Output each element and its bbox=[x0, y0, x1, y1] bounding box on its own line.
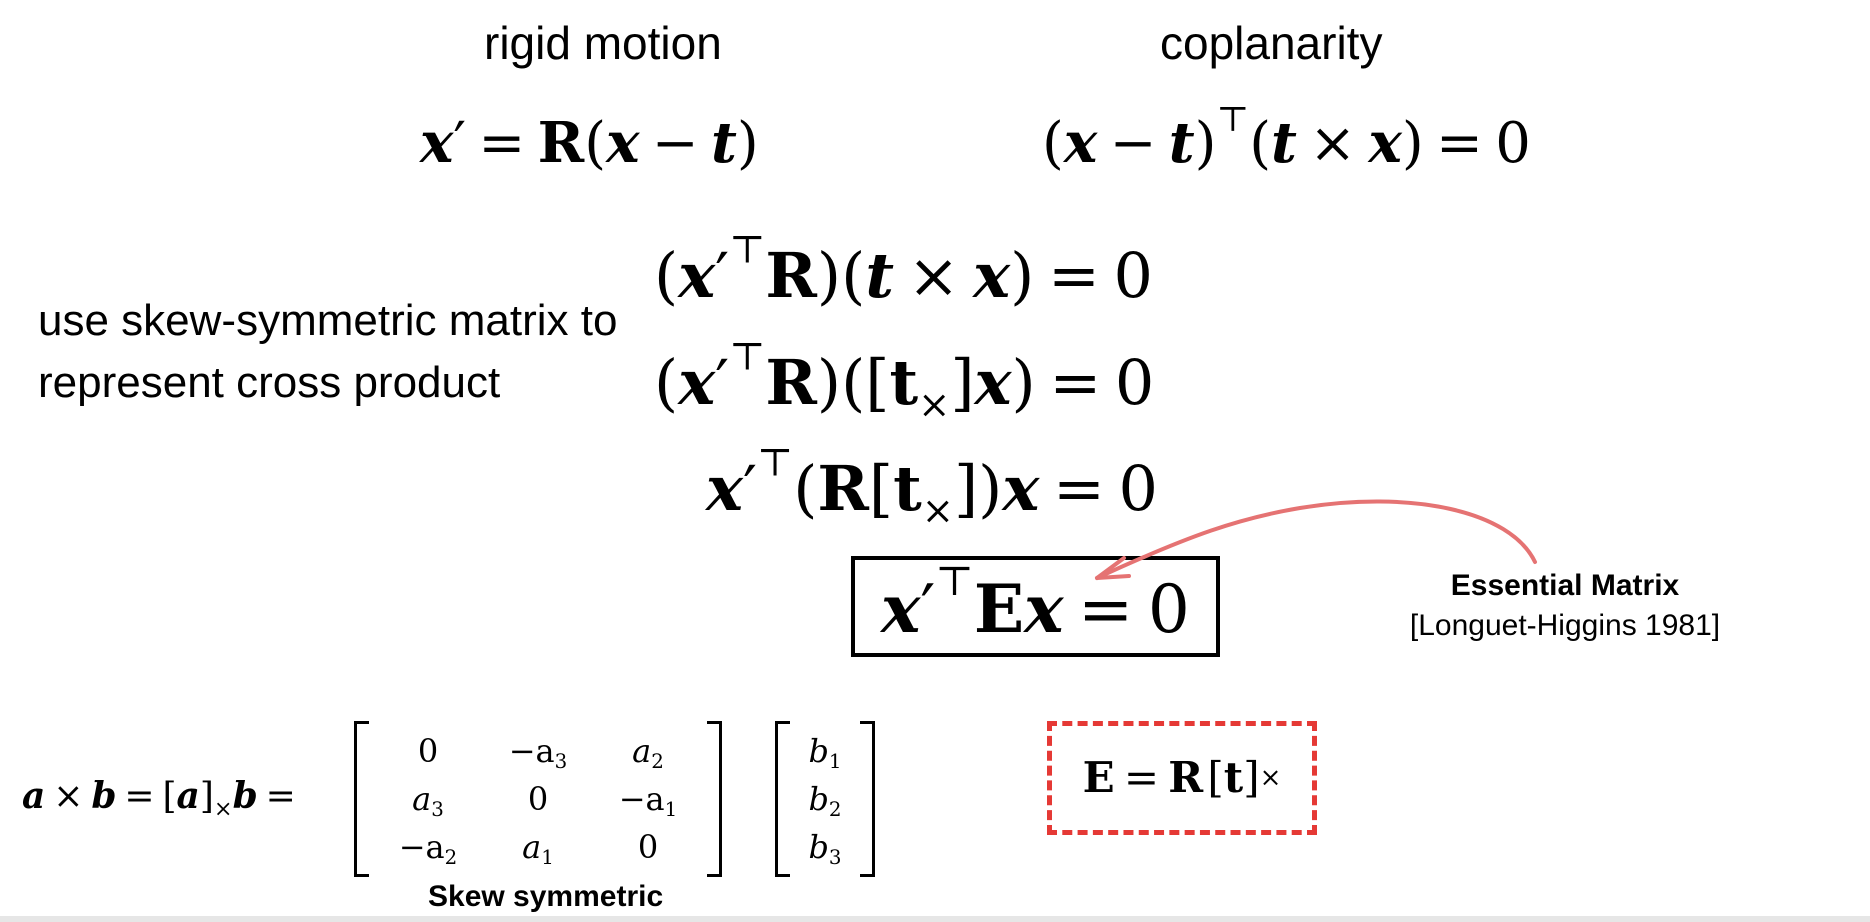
arrow-to-essential bbox=[1095, 499, 1537, 580]
derivation-step-1: (x′⊤R)(t×x)=0 bbox=[654, 227, 1153, 312]
matrix-cell: −a3 bbox=[508, 732, 568, 773]
skew-symmetric-note: use skew-symmetric matrix to represent c… bbox=[38, 296, 618, 407]
skew-symmetric-matrix: 0 −a3 a2 a3 0 −a1 −a2 a1 0 bbox=[354, 721, 722, 877]
matrix-cell: a3 bbox=[412, 780, 444, 821]
essential-definition-box: E=R [t]× bbox=[1047, 721, 1317, 835]
matrix-cell: −a2 bbox=[398, 828, 458, 869]
vector-cell: b3 bbox=[808, 828, 842, 869]
vector-cell: b1 bbox=[808, 732, 842, 773]
vector-cell: b2 bbox=[808, 780, 842, 821]
rigid-motion-heading: rigid motion bbox=[484, 17, 722, 69]
bottom-divider bbox=[0, 916, 1870, 922]
essential-matrix-citation: [Longuet-Higgins 1981] bbox=[1409, 609, 1721, 642]
matrix-cell: −a1 bbox=[618, 780, 678, 821]
skew-symmetric-label: Skew symmetric bbox=[428, 880, 664, 913]
matrix-cell: 0 bbox=[637, 828, 659, 866]
matrix-cell: 0 bbox=[417, 732, 439, 770]
vector-b: b1 b2 b3 bbox=[775, 721, 875, 877]
essential-matrix-label: Essential Matrix [Longuet-Higgins 1981] bbox=[1355, 566, 1775, 646]
essential-equation-box: x′⊤Ex=0 bbox=[851, 556, 1220, 657]
matrix-cell: a1 bbox=[522, 828, 554, 869]
matrix-cell: 0 bbox=[527, 780, 549, 818]
derivation-step-2: (x′⊤R)([t×]x)=0 bbox=[654, 334, 1155, 428]
coplanarity-equation: (x−t)⊤(t×x)=0 bbox=[1042, 99, 1531, 176]
derivation-step-3: x′⊤(R[t×])x=0 bbox=[706, 440, 1158, 534]
essential-matrix-title: Essential Matrix bbox=[1450, 569, 1680, 602]
cross-product-definition: a×b=[a]×b= bbox=[22, 775, 296, 822]
rigid-motion-equation: x′=R(x−t) bbox=[420, 110, 759, 176]
matrix-cell: a2 bbox=[632, 732, 664, 773]
coplanarity-heading: coplanarity bbox=[1160, 17, 1383, 69]
skew-matrix-entries: 0 −a3 a2 a3 0 −a1 −a2 a1 0 bbox=[369, 727, 707, 871]
vector-b-entries: b1 b2 b3 bbox=[790, 727, 860, 871]
